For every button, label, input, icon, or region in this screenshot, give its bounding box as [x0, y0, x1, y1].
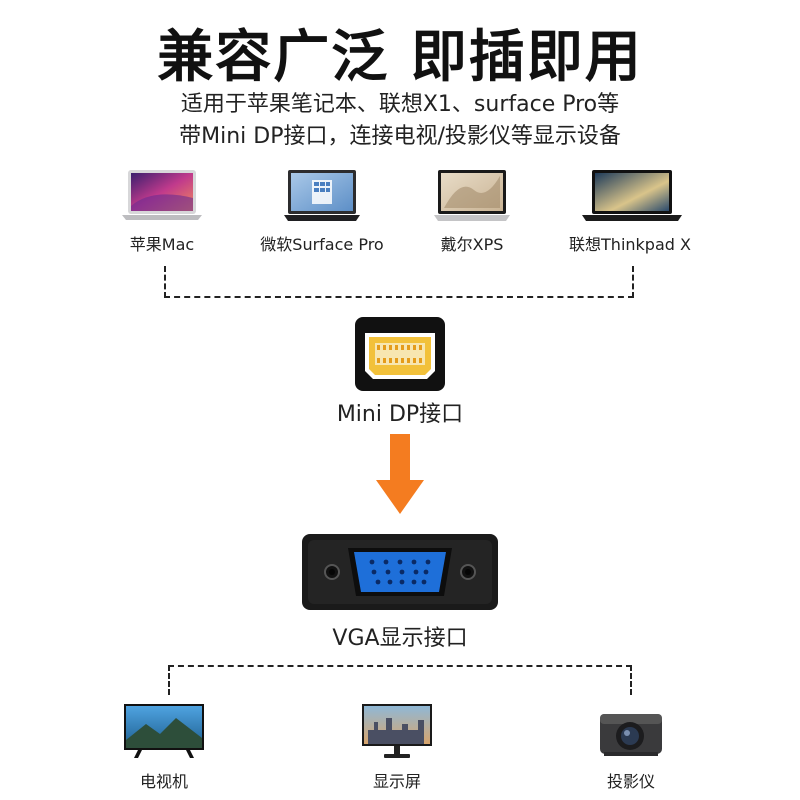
output-port-label: VGA显示接口 [332, 626, 468, 651]
surface-laptop-icon [282, 168, 362, 224]
thinkpad-icon [582, 168, 682, 224]
device-label-dell: 戴尔XPS [440, 235, 504, 254]
output-label-projector: 投影仪 [606, 772, 655, 791]
mini-dp-port-icon [355, 317, 445, 391]
macbook-icon [122, 168, 202, 224]
device-label-mac: 苹果Mac [129, 235, 195, 254]
dell-laptop-icon [432, 168, 512, 224]
down-arrow-icon [376, 434, 424, 514]
source-bracket [164, 266, 634, 298]
subtitle-line-2: 带Mini DP接口，连接电视/投影仪等显示设备 [179, 124, 621, 149]
tv-icon [124, 704, 204, 758]
input-port-label: Mini DP接口 [336, 402, 464, 427]
page-title: 兼容广泛 即插即用 [157, 25, 643, 90]
device-label-thinkpad: 联想Thinkpad X [569, 235, 691, 254]
projector-icon [596, 706, 666, 758]
subtitle-line-1: 适用于苹果笔记本、联想X1、surface Pro等 [180, 92, 620, 117]
vga-port-icon [302, 534, 498, 610]
output-label-tv: 电视机 [139, 772, 188, 791]
output-label-monitor: 显示屏 [372, 772, 421, 791]
output-bracket [168, 665, 632, 695]
device-label-surface: 微软Surface Pro [260, 235, 384, 254]
monitor-icon [362, 704, 432, 760]
